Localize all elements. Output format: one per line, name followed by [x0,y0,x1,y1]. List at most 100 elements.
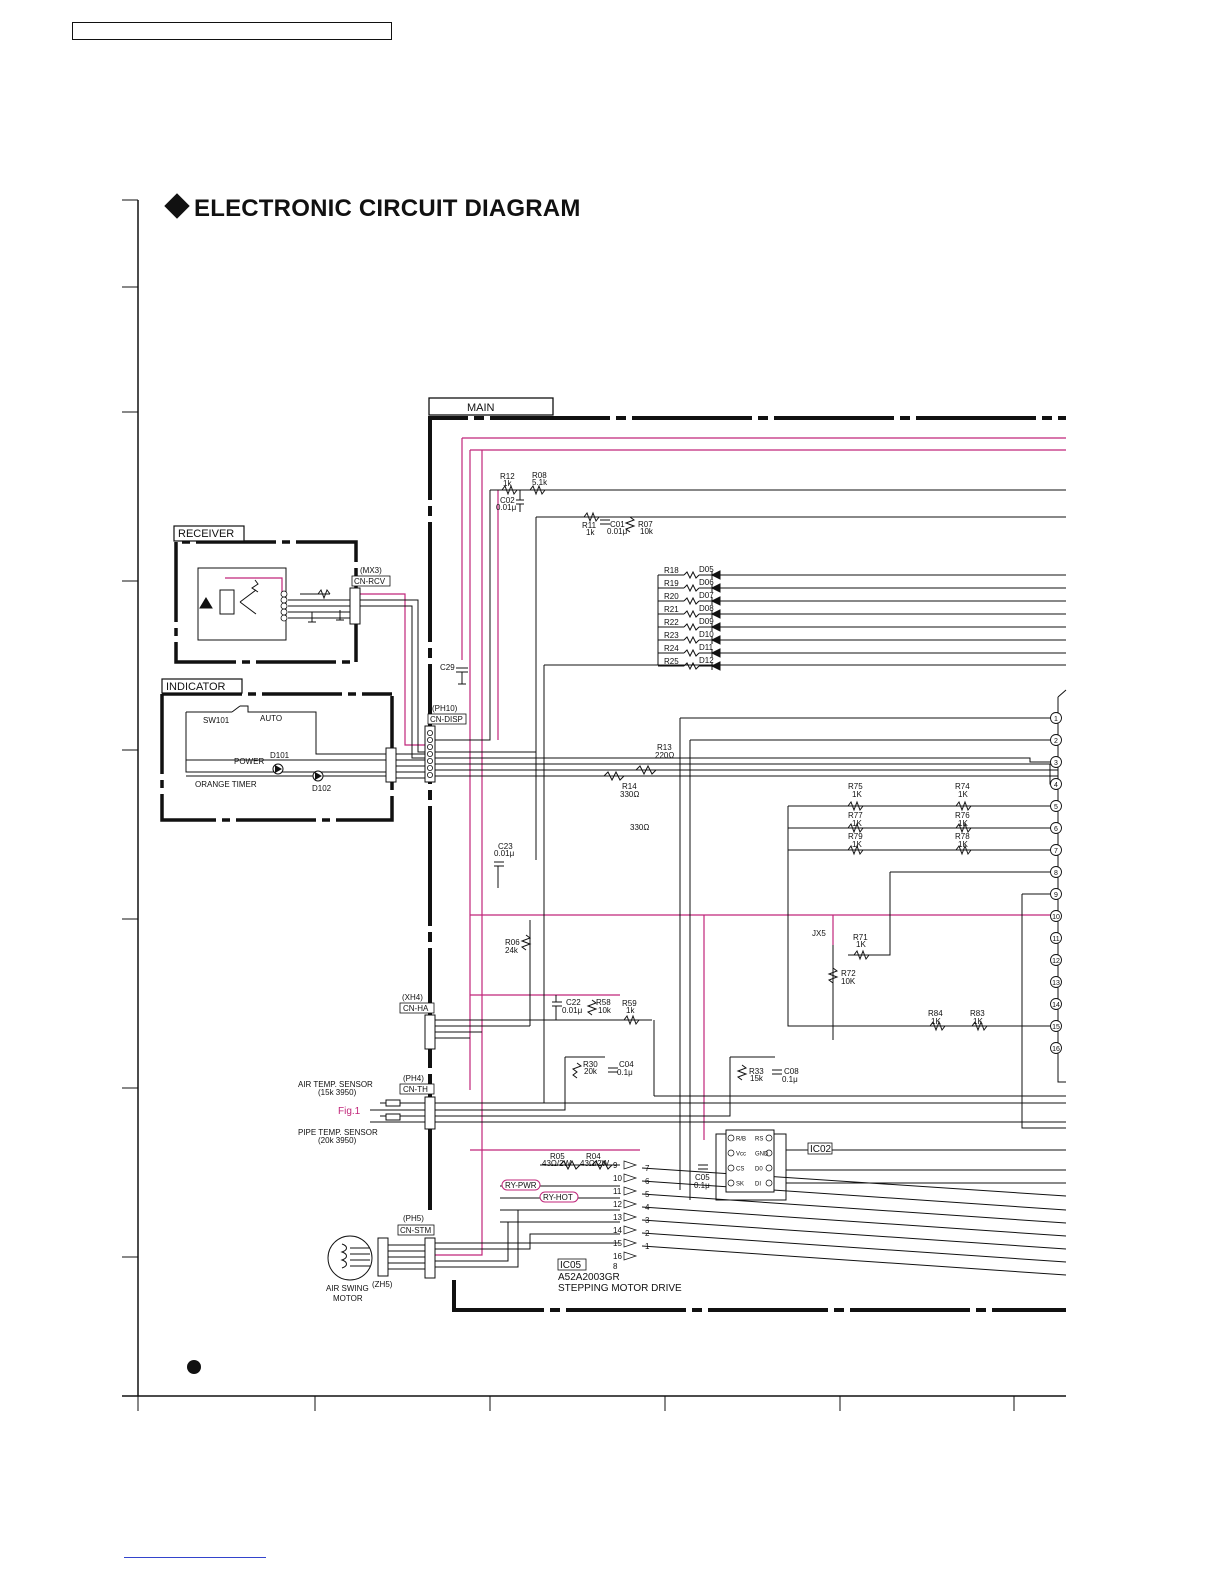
receiver-block [174,540,358,664]
ry-pwr-label: RY-PWR [505,1181,537,1190]
ic02-pin-circle [727,1164,735,1172]
c23-value: 0.01μ [494,849,515,858]
ic05-input-number: 11 [613,1187,622,1196]
led-resistor-label: R20 [664,592,679,601]
cn-disp-label: CN-DISP [430,715,463,724]
r84-label: R84 [928,1009,943,1018]
led-diode-icon [710,622,721,632]
r77-label: R77 [848,811,863,820]
pin-circle [1050,734,1062,746]
r75-value: 1K [852,790,862,799]
pin-circle [1050,932,1062,944]
led-resistor-label: R23 [664,631,679,640]
buffer-icon [623,1160,638,1170]
air-sensor-label: AIR TEMP. SENSOR [298,1080,373,1089]
pin-number: 11 [1052,936,1059,943]
power-label: POWER [234,757,264,766]
c22-value: 0.01μ [562,1006,583,1015]
r14-label: R14 [622,782,637,791]
r78-value: 1K [958,840,968,849]
pin-circle [1050,1042,1062,1054]
r11-label: R11 [582,521,597,530]
pin-circle [1050,888,1062,900]
ic02-pin-circle [765,1134,773,1142]
receiver-label: RECEIVER [178,528,234,540]
ic05-output-number: 1 [645,1242,650,1251]
ic02-pin-circle [727,1134,735,1142]
led-diode-label: D10 [699,630,714,639]
r71-value: 1K [856,940,866,949]
r59-label: R59 [622,999,637,1008]
c01-label: C01 [610,520,625,529]
led-diode-label: D12 [699,656,714,665]
led-resistor-label: R22 [664,618,679,627]
c05-label: C05 [695,1173,710,1182]
main-label: MAIN [467,402,495,414]
pin-number: 7 [1054,848,1058,855]
r04-value: 43Ω/2W [580,1159,610,1168]
xh4-label: (XH4) [402,993,423,1002]
led-diode-label: D08 [699,604,714,613]
ic02-pin-label: GND [755,1152,769,1158]
d101-label: D101 [270,751,290,760]
page-title: ELECTRONIC CIRCUIT DIAGRAM [164,193,581,223]
ic05-ref-box [557,1258,587,1271]
ic05-output-number: 4 [645,1203,650,1212]
led-diode-icon [710,583,721,593]
cn-disp-pins [426,730,433,779]
ic05-input-number: 16 [613,1252,622,1261]
r06-label: R06 [505,938,520,947]
r76-value: 1K [958,819,968,828]
mx3-label: (MX3) [360,566,382,575]
ic02-pin-label: R/B [736,1137,746,1143]
pin-number: 10 [1052,914,1060,921]
r72-label: R72 [841,969,856,978]
r33-label: R33 [749,1067,764,1076]
c08-label: C08 [784,1067,799,1076]
r83-value: 1K [973,1017,983,1026]
ohm330-label: 330Ω [630,823,649,832]
c02-value: 0.01μ [496,503,517,512]
buffer-icon [623,1199,638,1209]
buffer-icon [623,1186,638,1196]
cn-ha-connector [424,1014,436,1050]
r72-value: 10K [841,977,856,986]
pin-circle [1050,866,1062,878]
r33-value: 15k [750,1074,764,1083]
pin-number: 15 [1052,1024,1060,1031]
cn-stm-connector [424,1237,436,1279]
r07-label: R07 [638,520,653,529]
jx5-label: JX5 [812,929,826,938]
led-resistor-label: R25 [664,657,679,666]
cn-th-label: CN-TH [403,1085,428,1094]
r30-label: R30 [583,1060,598,1069]
part-labels: R12 1k R08 5.1k C02 0.01μ R11 1k C01 0.0… [440,471,985,1190]
led-resistor-symbol [683,583,700,593]
r58-label: R58 [596,998,611,1007]
zh5-label: (ZH5) [372,1280,393,1289]
led-d101-icon [272,763,284,775]
page-frame [122,199,1066,1411]
ic02-pin-label: Vcc [736,1152,746,1158]
air-sensor-spec: (15k 3950) [318,1088,357,1097]
main-board-border [428,416,1066,1312]
r12-label: R12 [500,472,515,481]
pin-circle [1050,800,1062,812]
header-box [72,22,392,40]
pin-circle [1050,1020,1062,1032]
led-resistor-symbol [683,648,700,658]
marker-dot-icon [187,1360,201,1374]
led-diode-icon [710,570,721,580]
r08-label: R08 [532,471,547,480]
led-diode-icon [710,635,721,645]
ic05-output-number: 2 [645,1229,650,1238]
led-d102-icon [312,770,324,782]
signal-wires [185,489,1067,1276]
led-diode-label: D11 [699,643,714,652]
c08-value: 0.1μ [782,1075,798,1084]
r78-label: R78 [955,832,970,841]
ic05-input-number: 14 [613,1226,622,1235]
pin-number: 2 [1054,738,1058,745]
r74-label: R74 [955,782,970,791]
